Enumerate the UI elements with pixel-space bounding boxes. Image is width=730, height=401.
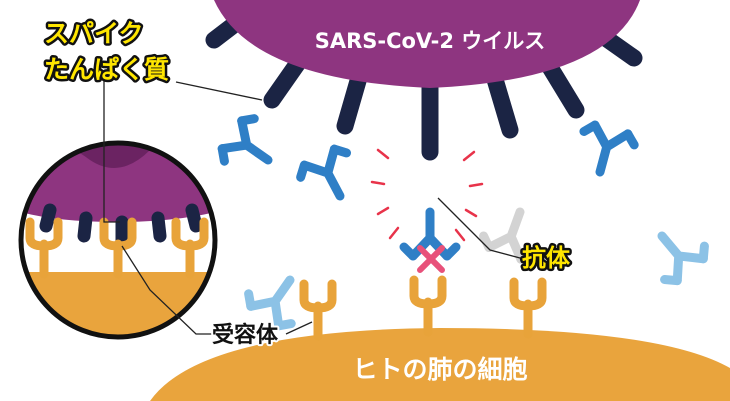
cell-label: ヒトの肺の細胞: [352, 355, 527, 384]
binding-burst: [370, 148, 484, 242]
callout-lines: [103, 70, 521, 335]
cross-mark-icon: [417, 245, 445, 273]
antibody: [404, 212, 456, 256]
spike-label-line2: たんぱく質: [44, 55, 169, 84]
spike-label: スパイク たんぱく質: [42, 17, 172, 87]
spike-label-line1: スパイク: [44, 19, 144, 48]
lung-cell: [150, 328, 730, 401]
virus-body: [214, 0, 640, 88]
zoom-inset: [18, 140, 218, 340]
receptor: [304, 284, 332, 336]
antibody: [575, 123, 637, 179]
antibody: [217, 113, 283, 181]
virus-spikes: [205, 5, 643, 161]
receptor: [414, 280, 442, 332]
antibody-label: 抗体: [522, 244, 571, 272]
receptor-label: 受容体: [212, 322, 279, 348]
antibody: [296, 145, 363, 208]
antibody-light: [642, 219, 710, 286]
receptor: [514, 282, 542, 334]
virus-label: SARS-CoV-2 ウイルス: [315, 29, 546, 53]
receptors: [304, 280, 542, 336]
